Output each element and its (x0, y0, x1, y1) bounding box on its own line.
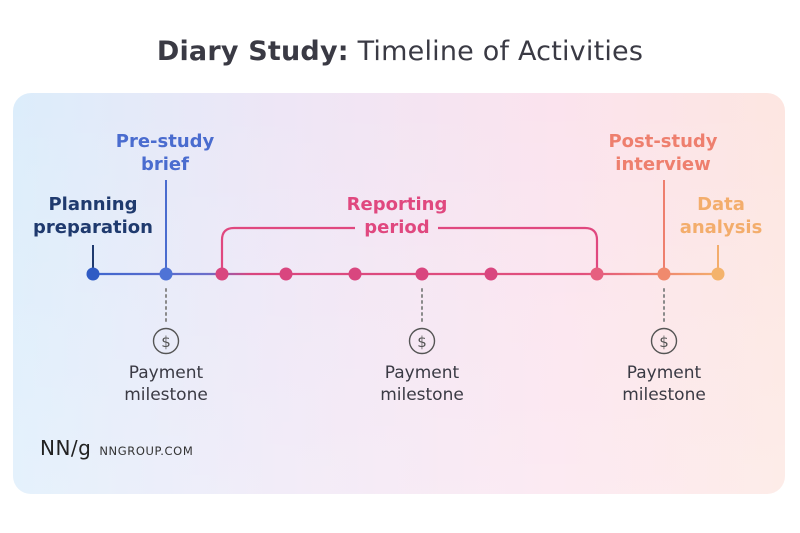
dollar-icon: $ (408, 327, 436, 355)
title-light: Timeline of Activities (357, 36, 644, 67)
svg-text:$: $ (659, 333, 669, 351)
title-bold: Diary Study: (156, 36, 349, 67)
reporting-dot (215, 267, 229, 281)
payment-label: Payment milestone (380, 363, 464, 405)
planning-dot (86, 267, 100, 281)
payment-label: Payment milestone (124, 363, 208, 405)
payment-label: Payment milestone (622, 363, 706, 405)
dollar-icon: $ (650, 327, 678, 355)
prestudy-dot (159, 267, 173, 281)
footer: NN/g NNGROUP.COM (40, 436, 193, 460)
reporting-dot (484, 267, 498, 281)
label-poststudy: Post-study interview (608, 131, 718, 175)
poststudy-dot (657, 267, 671, 281)
timeline-card (13, 93, 785, 494)
label-planning: Planning preparation (33, 194, 153, 238)
svg-text:$: $ (417, 333, 427, 351)
label-prestudy: Pre-study brief (115, 131, 215, 175)
nng-logo: NN/g (40, 436, 92, 460)
reporting-dot (590, 267, 604, 281)
reporting-bracket (220, 226, 599, 271)
svg-text:$: $ (161, 333, 171, 351)
page-title: Diary Study: Timeline of Activities (0, 36, 800, 67)
label-reporting: Reporting period (346, 194, 448, 238)
reporting-dot (415, 267, 429, 281)
label-analysis: Data analysis (679, 194, 763, 238)
reporting-dot (279, 267, 293, 281)
reporting-dot (348, 267, 362, 281)
analysis-dot (711, 267, 725, 281)
dollar-icon: $ (152, 327, 180, 355)
site-link[interactable]: NNGROUP.COM (99, 444, 194, 458)
